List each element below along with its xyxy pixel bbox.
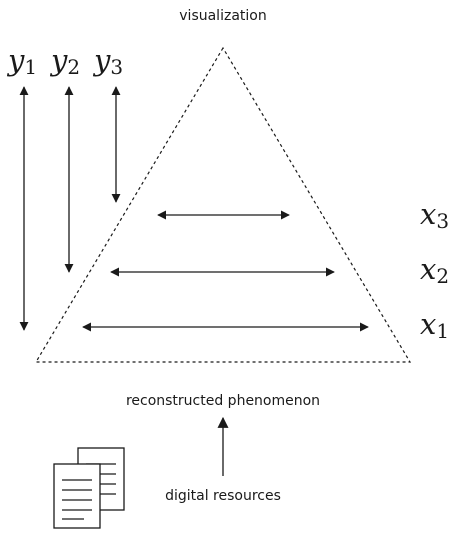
visualization-label: visualization xyxy=(179,8,266,24)
x3-label: x3 xyxy=(420,197,449,233)
documents-icon xyxy=(53,447,125,529)
x1-label: x1 xyxy=(420,307,449,343)
digital-resources-label: digital resources xyxy=(165,488,281,504)
y3-label: y3 xyxy=(92,43,123,79)
reconstructed-phenomenon-label: reconstructed phenomenon xyxy=(126,393,320,409)
y2-label: y2 xyxy=(49,43,80,79)
x2-label: x2 xyxy=(420,252,449,288)
pyramid-triangle xyxy=(34,46,412,363)
y1-label: y1 xyxy=(6,43,37,79)
